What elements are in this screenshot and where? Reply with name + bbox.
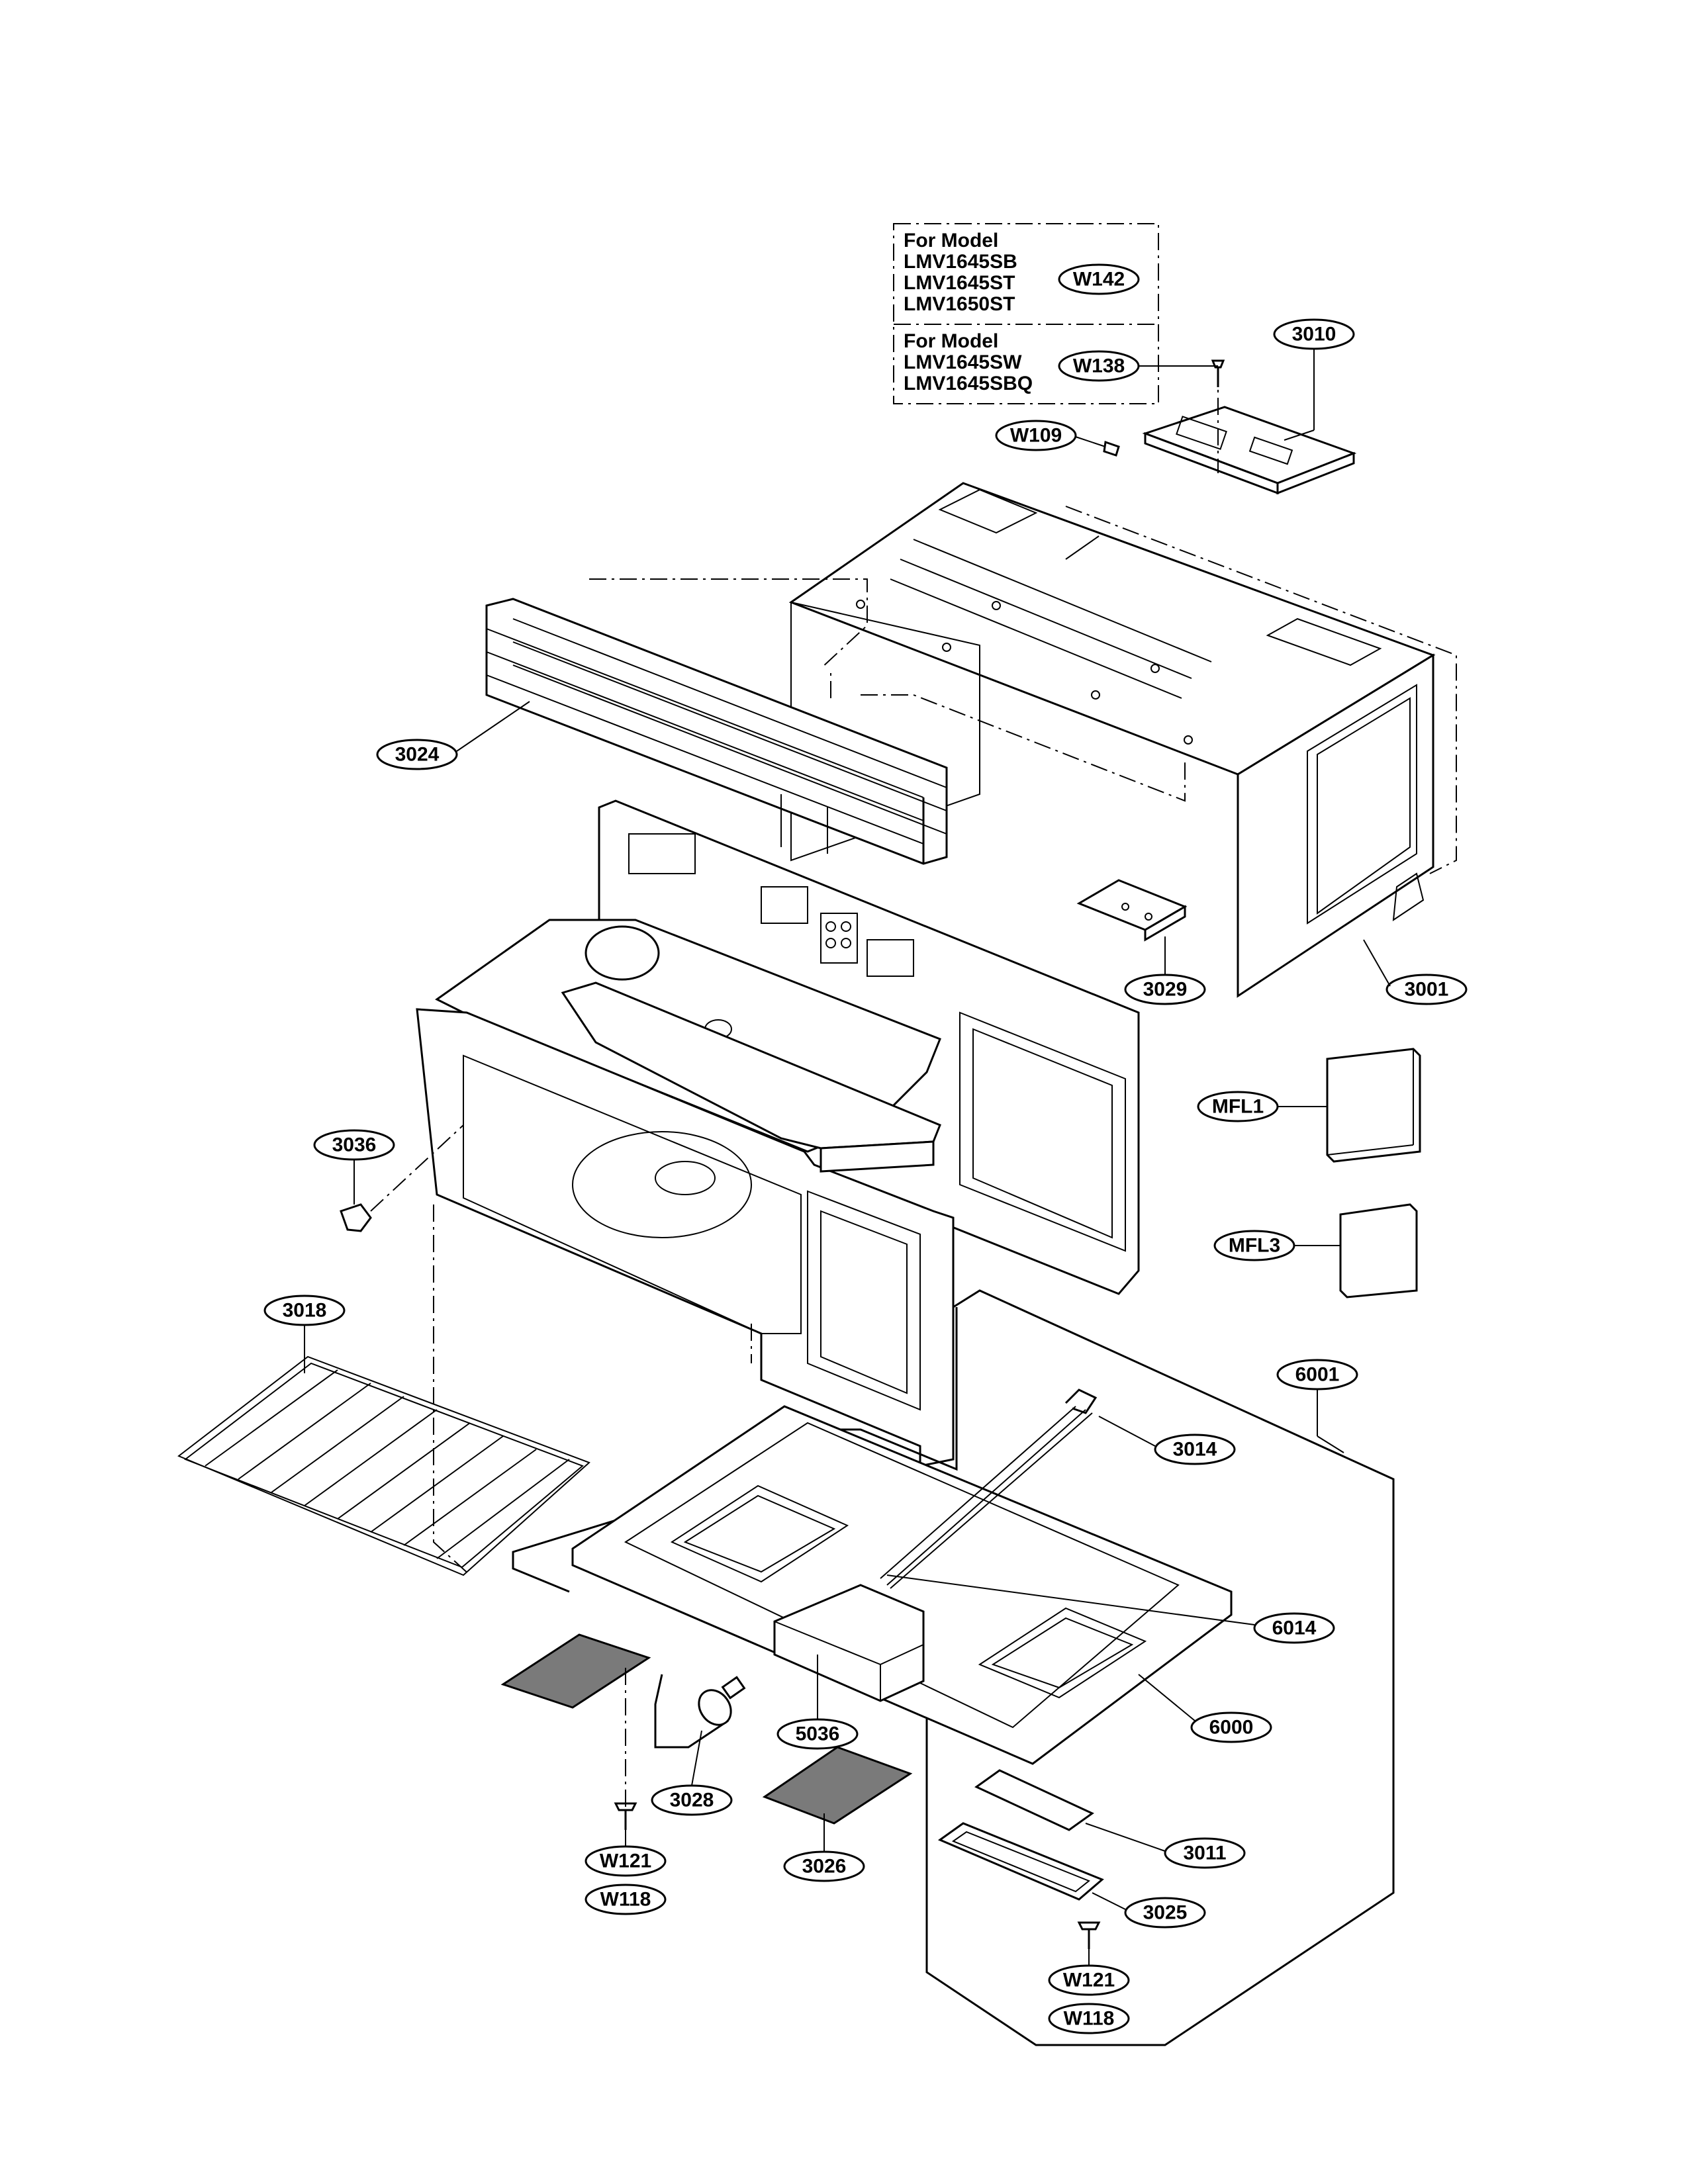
model-note-box: For Model LMV1645SB LMV1645ST LMV1650ST … bbox=[893, 223, 1218, 404]
callout-w121-left: W121 bbox=[600, 1850, 651, 1872]
model-note-1-model-2: LMV1645ST bbox=[904, 272, 1015, 294]
callout-3036: 3036 bbox=[332, 1134, 377, 1156]
callout-3028: 3028 bbox=[670, 1790, 714, 1811]
callout-3026: 3026 bbox=[802, 1856, 847, 1878]
screw-left bbox=[614, 1802, 637, 1830]
model-note-1-model-1: LMV1645SB bbox=[904, 251, 1017, 273]
wire-harness-3014 bbox=[880, 1388, 1098, 1589]
vent-grille-3024 bbox=[485, 598, 948, 865]
hook-3036 bbox=[340, 1203, 372, 1232]
model-note-2-model-1: LMV1645SW bbox=[904, 351, 1022, 373]
control-board-3010 bbox=[1142, 359, 1357, 495]
callout-w142: W142 bbox=[1073, 269, 1125, 291]
callout-6014: 6014 bbox=[1272, 1617, 1317, 1639]
grease-filter-left bbox=[500, 1633, 651, 1709]
oven-cavity-chassis bbox=[416, 799, 1140, 1467]
bracket-3029 bbox=[1076, 879, 1188, 942]
lamp-housing-5036 bbox=[773, 1584, 925, 1702]
callout-6000: 6000 bbox=[1209, 1717, 1254, 1739]
callout-w118-right: W118 bbox=[1064, 2008, 1115, 2030]
callout-3014: 3014 bbox=[1173, 1439, 1217, 1461]
callout-6001: 6001 bbox=[1295, 1364, 1340, 1386]
outer-cabinet-3001 bbox=[788, 482, 1436, 998]
callout-w121-right: W121 bbox=[1063, 1970, 1115, 1991]
screw-right bbox=[1077, 1921, 1101, 1949]
grease-filter-3026 bbox=[762, 1746, 913, 1825]
model-note-1-model-3: LMV1650ST bbox=[904, 293, 1015, 315]
callout-3011: 3011 bbox=[1183, 1843, 1226, 1864]
lamp-cover-3025 bbox=[937, 1822, 1104, 1901]
manual-mfl1 bbox=[1326, 1048, 1421, 1163]
callout-mfl1: MFL1 bbox=[1212, 1096, 1264, 1118]
model-note-1-heading: For Model bbox=[904, 230, 998, 251]
lamp-lens-3011 bbox=[974, 1769, 1094, 1831]
callout-w138: W138 bbox=[1073, 355, 1125, 377]
model-note-2-heading: For Model bbox=[904, 330, 998, 352]
lamp-bulb-3028 bbox=[698, 1676, 746, 1726]
callout-3024: 3024 bbox=[395, 744, 440, 766]
callout-3029: 3029 bbox=[1143, 979, 1188, 1001]
callout-5036: 5036 bbox=[796, 1723, 840, 1745]
base-plate-6000 bbox=[571, 1405, 1233, 1765]
oven-rack-3018 bbox=[177, 1355, 590, 1576]
model-note-2-model-2: LMV1645SBQ bbox=[904, 373, 1033, 394]
callout-3001: 3001 bbox=[1405, 979, 1449, 1001]
callout-mfl3: MFL3 bbox=[1229, 1235, 1280, 1257]
callout-3025: 3025 bbox=[1143, 1902, 1188, 1924]
callout-w109: W109 bbox=[1010, 425, 1062, 447]
callout-3010: 3010 bbox=[1292, 324, 1336, 345]
callout-w118-left: W118 bbox=[600, 1889, 651, 1911]
manual-mfl3 bbox=[1339, 1203, 1418, 1298]
callout-3018: 3018 bbox=[283, 1300, 327, 1322]
